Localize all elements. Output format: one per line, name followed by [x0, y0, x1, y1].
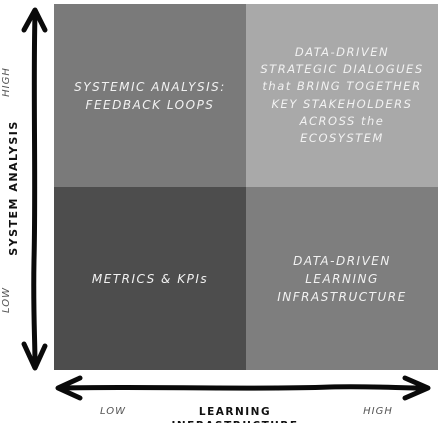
quadrant-label: SYSTEMIC ANALYSIS: FEEDBACK LOOPS [74, 78, 226, 114]
quadrant-label-line: ACROSS the [299, 113, 385, 128]
quadrant-label-line: STRATEGIC DIALOGUES [260, 62, 424, 76]
quadrant-label: DATA-DRIVEN LEARNING INFRASTRUCTURE [256, 252, 428, 306]
y-axis-arrowhead-top [21, 7, 48, 33]
quadrant-label-line: DATA-DRIVEN [294, 44, 390, 59]
quadrant-label-line: KEY STAKEHOLDERS [271, 96, 413, 111]
x-axis-arrowhead-right [402, 375, 431, 401]
quadrant-label-line: DATA-DRIVEN LEARNING [293, 253, 391, 286]
quadrant-systemic-analysis: SYSTEMIC ANALYSIS: FEEDBACK LOOPS [54, 4, 246, 187]
x-axis-low-label: LOW [99, 406, 127, 417]
quadrant-label-line: ECOSYSTEM [300, 131, 384, 145]
y-axis-high-label: HIGH [1, 67, 12, 97]
quadrant-strategic-dialogues: DATA-DRIVEN STRATEGIC DIALOGUES that BRI… [246, 4, 438, 187]
quadrant-metrics-kpis: METRICS & KPIs [54, 187, 246, 370]
x-axis-title: LEARNING INFRASTRUCTURE [171, 406, 297, 423]
y-axis-low-label: LOW [1, 286, 12, 314]
x-axis-arrowhead-left [55, 375, 83, 401]
quadrant-label: DATA-DRIVEN STRATEGIC DIALOGUES that BRI… [260, 44, 423, 148]
quadrant-label-line: FEEDBACK LOOPS [85, 97, 215, 112]
y-axis-arrow-shaft [31, 11, 38, 367]
x-axis-arrow-shaft [59, 384, 428, 391]
quadrant-learning-infrastructure: DATA-DRIVEN LEARNING INFRASTRUCTURE [246, 187, 438, 370]
y-axis-title: SYSTEM ANALYSIS [7, 120, 20, 256]
quadrant-label-line: METRICS & KPIs [91, 271, 209, 286]
quadrant-label-line: SYSTEMIC ANALYSIS: [74, 79, 226, 94]
quadrant-label: METRICS & KPIs [92, 270, 208, 288]
quadrant-label-line: INFRASTRUCTURE [277, 289, 407, 304]
y-axis-arrowhead-bottom [21, 341, 48, 371]
quadrant-label-line: that BRING TOGETHER [262, 79, 422, 94]
x-axis-high-label: HIGH [363, 406, 393, 417]
